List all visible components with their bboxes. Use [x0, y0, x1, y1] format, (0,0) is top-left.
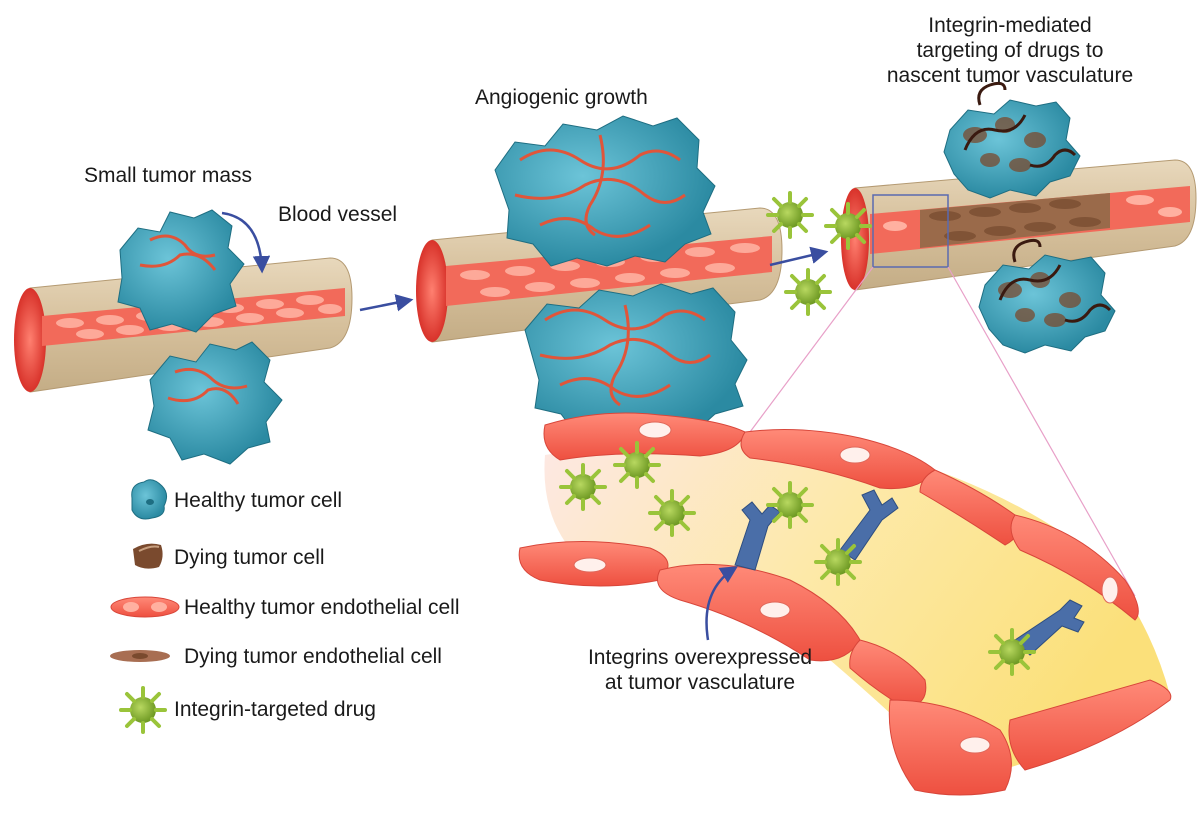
- healthy-endothelial-cell-icon: [110, 596, 180, 618]
- integrin-drug-icon: [766, 191, 814, 239]
- integrin-targeting-line-1: Integrin-mediated: [928, 14, 1092, 37]
- integrin-targeting-line-3: nascent tumor vasculature: [886, 64, 1134, 87]
- zoomed-vessel-section: [518, 412, 1172, 796]
- legend-healthy-endothelial-cell: Healthy tumor endothelial cell: [184, 596, 460, 619]
- blood-vessel-pointer-arrow: [221, 211, 271, 274]
- legend-integrin-drug: Integrin-targeted drug: [174, 698, 376, 721]
- integrin-receptors: [734, 489, 1085, 656]
- integrin-drug-icon: [766, 481, 814, 529]
- integrins-overexpressed-line-2: at tumor vasculature: [604, 671, 796, 694]
- integrin-drug-icon: [559, 463, 607, 511]
- zoom-guide-right: [947, 266, 1136, 597]
- progression-arrow-2: [769, 246, 829, 267]
- integrin-drug-group-lumen: [559, 441, 1036, 676]
- legend-healthy-tumor-cell: Healthy tumor cell: [174, 489, 343, 512]
- blood-vessel-targeted: [841, 159, 1197, 291]
- integrin-drug-icon: [648, 489, 696, 537]
- zoom-box: [872, 194, 949, 268]
- integrin-pointer-arrow: [705, 566, 738, 641]
- legend-dying-endothelial-cell: Dying tumor endothelial cell: [184, 645, 442, 668]
- integrin-drug-icon: [784, 268, 832, 316]
- integrin-drug-icon: [814, 538, 862, 586]
- blood-vessel-angiogenic: [416, 207, 783, 343]
- integrin-drug-icon: [613, 441, 661, 489]
- healthy-tumor-cell-icon: [131, 479, 168, 520]
- blood-vessel-label: Blood vessel: [278, 203, 398, 226]
- small-tumor-mass-label: Small tumor mass: [84, 164, 253, 187]
- legend-icons: [110, 479, 180, 734]
- integrin-drug-group-free: [766, 191, 832, 316]
- integrins-overexpressed-line-1: Integrins overexpressed: [587, 646, 813, 669]
- dying-tumor-cell-icon: [133, 543, 163, 569]
- integrin-targeting-line-2: targeting of drugs to: [916, 39, 1104, 62]
- progression-arrow-1: [359, 294, 414, 312]
- integrin-drug-icon: [988, 628, 1036, 676]
- dying-tumor-mass-top: [943, 81, 1081, 199]
- small-tumor-mass-bottom: [147, 341, 283, 465]
- zoom-guide-left: [749, 266, 874, 433]
- integrins-overexpressed-label: Integrins overexpressed at tumor vascula…: [555, 645, 845, 695]
- dying-endothelial-cell-icon: [110, 650, 170, 662]
- angiogenic-growth-label: Angiogenic growth: [475, 86, 648, 109]
- integrin-targeting-title: Integrin-mediated targeting of drugs to …: [850, 13, 1170, 88]
- legend-dying-tumor-cell: Dying tumor cell: [174, 546, 325, 569]
- integrin-drug-icon: [824, 202, 872, 250]
- small-tumor-mass-top: [117, 209, 245, 333]
- angiogenic-tumor-mass-top: [494, 115, 716, 267]
- dying-tumor-mass-bottom: [978, 238, 1116, 354]
- integrin-drug-icon: [119, 686, 167, 734]
